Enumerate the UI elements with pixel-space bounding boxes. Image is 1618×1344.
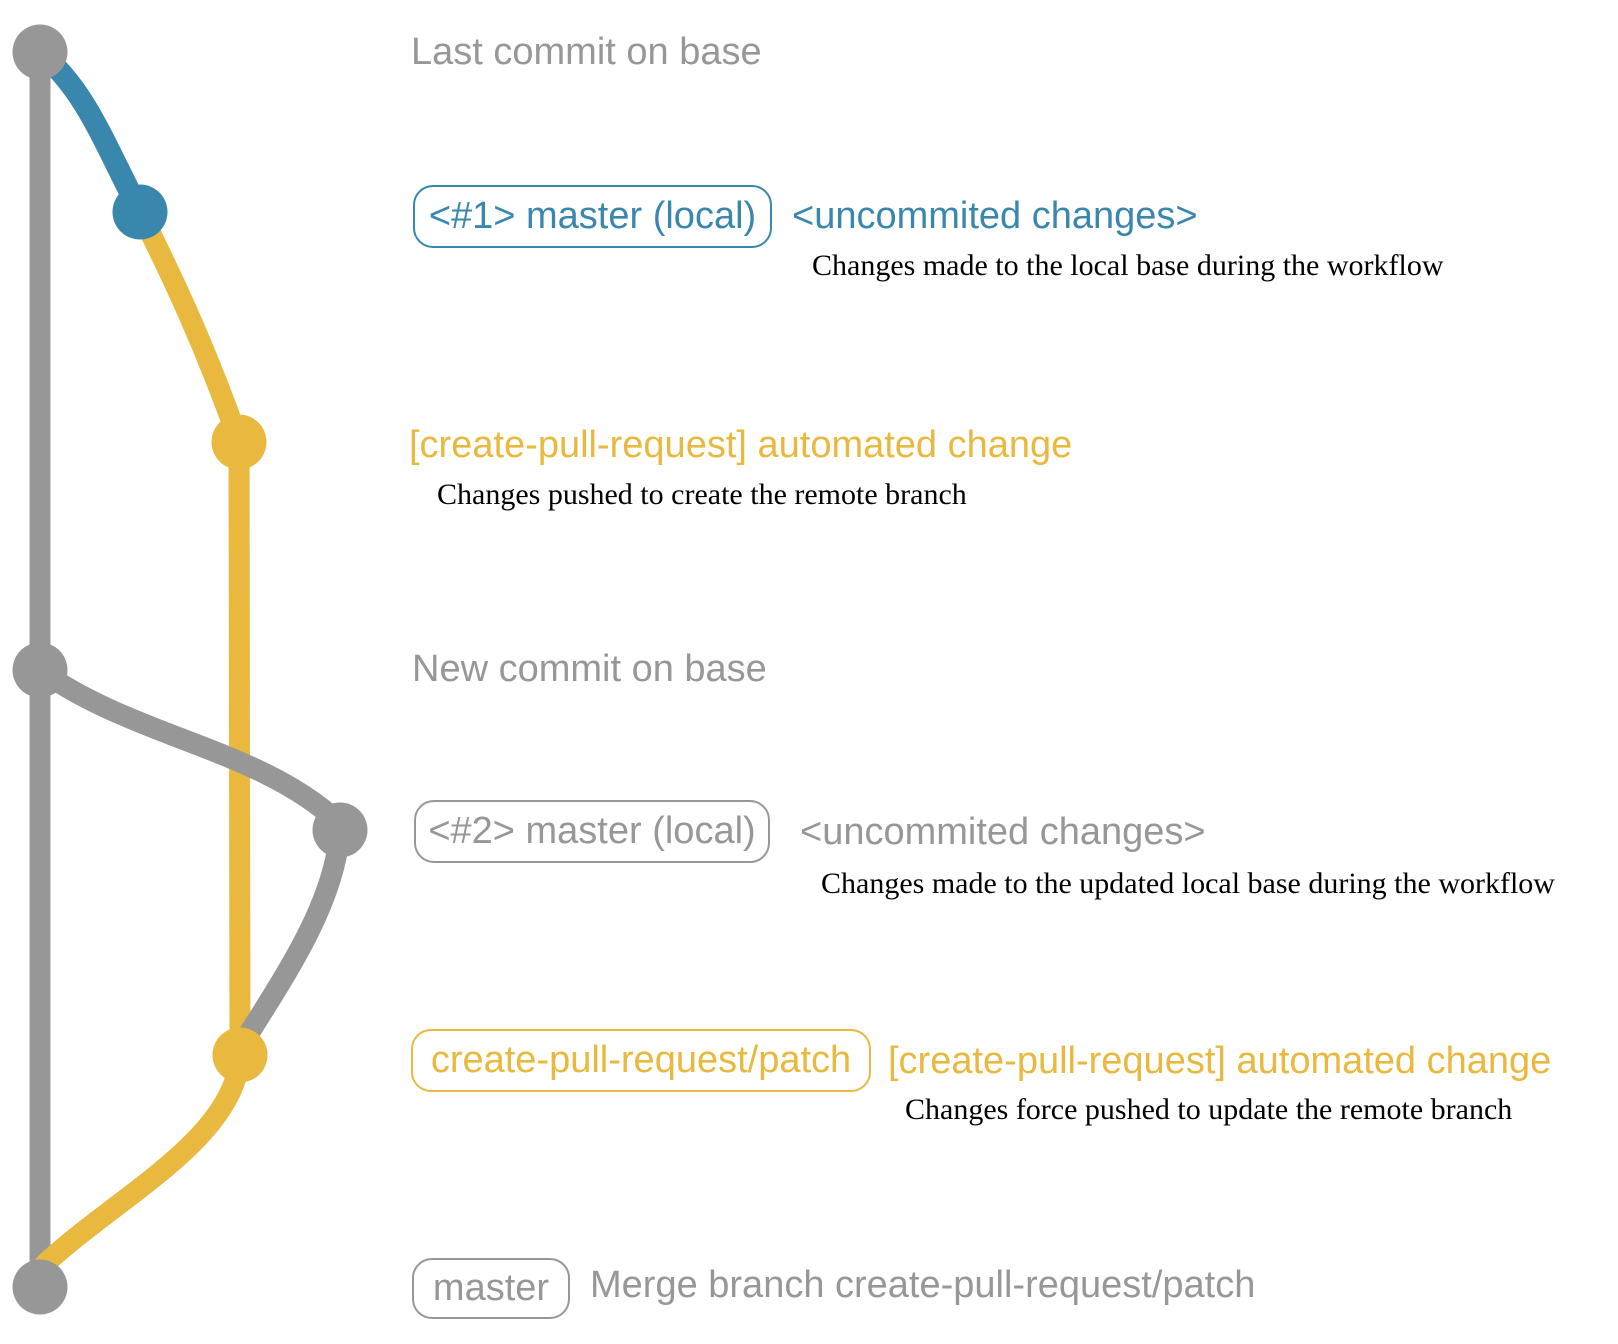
commit-dot-merge: [12, 1259, 68, 1315]
branch-curve-merge: [34, 1046, 251, 1275]
commit-dot-patch-2: [212, 1027, 268, 1083]
branch-badge-create-pull-request-patch: create-pull-request/patch: [411, 1029, 871, 1092]
branch-badge-label: <#1> master (local): [428, 195, 757, 237]
commit-dot-local-master-2: [312, 802, 368, 858]
commit-message-uncommited-2: <uncommited changes>: [800, 811, 1206, 853]
commit-message-merge: Merge branch create-pull-request/patch: [590, 1264, 1256, 1306]
commit-description-2: Changes pushed to create the remote bran…: [437, 478, 967, 511]
branch-curve-local-master-1: [29, 41, 151, 223]
branch-badge-master-local-2: <#2> master (local): [414, 800, 770, 863]
branch-curve-to-patch-2: [229, 821, 351, 1059]
commit-dot-local-master-1: [112, 184, 168, 240]
commit-description-3: Changes made to the updated local base d…: [821, 867, 1555, 900]
commit-description-4: Changes force pushed to update the remot…: [905, 1093, 1513, 1126]
branch-badge-label: master: [432, 1267, 550, 1309]
commit-dot-new-base: [12, 642, 68, 698]
branch-badge-master-local-1: <#1> master (local): [413, 185, 772, 248]
commit-message-uncommited-1: <uncommited changes>: [792, 195, 1198, 237]
note-new-commit-on-base: New commit on base: [412, 648, 767, 690]
commit-message-automated-change-1: [create-pull-request] automated change: [409, 424, 1073, 466]
commit-dot-last-base: [12, 24, 68, 80]
commit-message-automated-change-2: [create-pull-request] automated change: [888, 1040, 1552, 1082]
patch-branch-line: [228, 441, 251, 1056]
branch-badge-label: <#2> master (local): [428, 810, 756, 852]
branch-curve-patch-1: [129, 201, 250, 453]
commit-description-1: Changes made to the local base during th…: [812, 249, 1444, 282]
commit-dot-patch-1: [211, 414, 267, 470]
branch-curve-local-master-2: [29, 659, 349, 833]
branch-badge-label: create-pull-request/patch: [430, 1039, 852, 1081]
branch-badge-master: master: [412, 1258, 570, 1319]
note-last-commit-on-base: Last commit on base: [411, 31, 762, 73]
